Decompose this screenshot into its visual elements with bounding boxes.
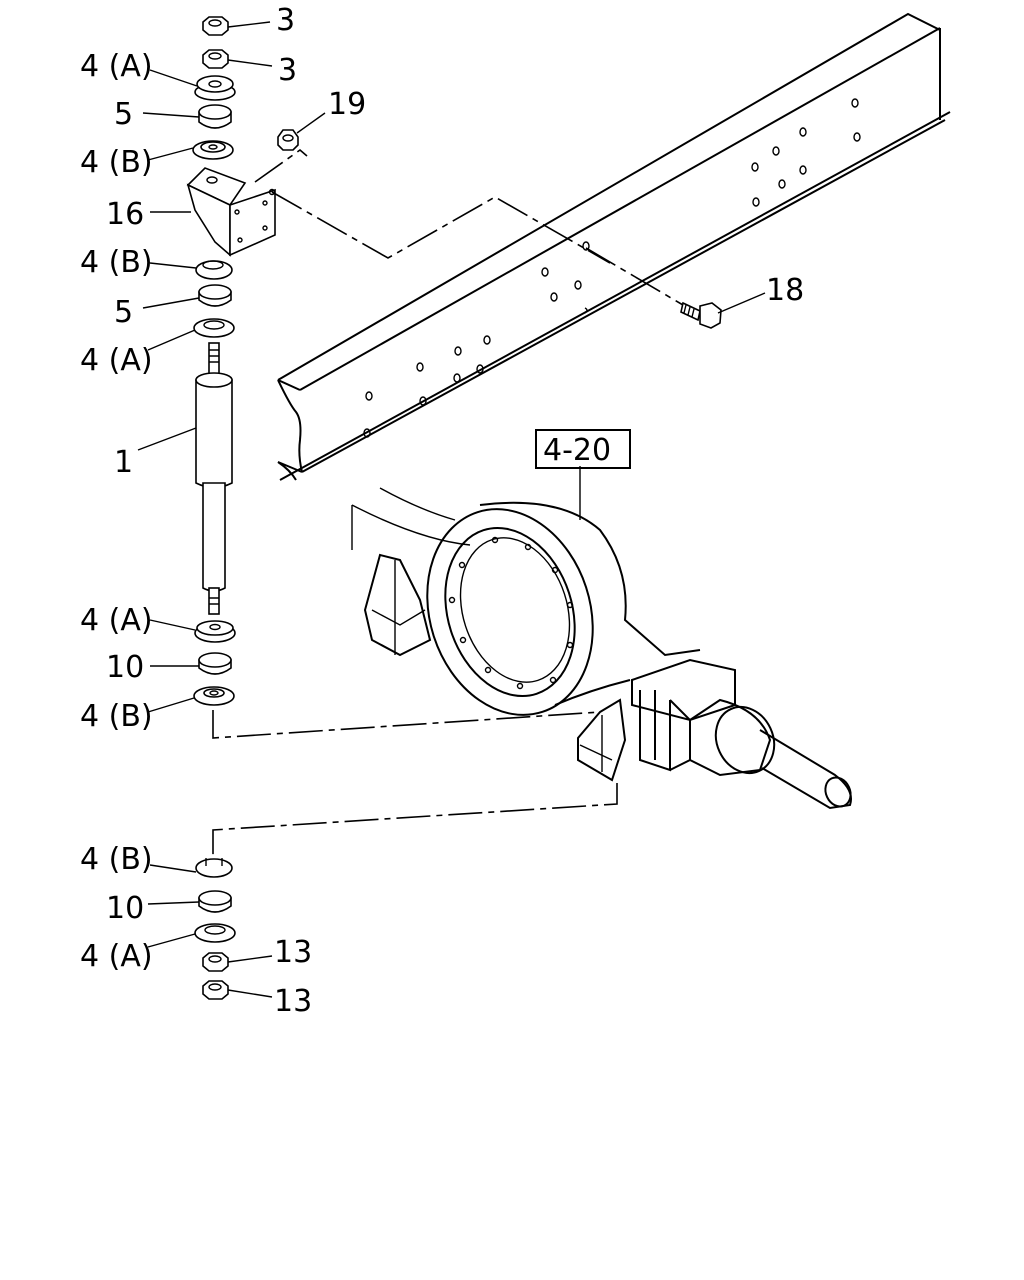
label-bushing-10-1: 10 <box>106 650 144 685</box>
nut-3-top-1-icon <box>202 16 229 36</box>
bushing-10-top-icon <box>198 652 232 675</box>
callout-labels: 3 3 4 (A) 5 4 (B) 19 16 4 (B) 5 4 (A) 1 … <box>80 3 804 1019</box>
label-nut-3-2: 3 <box>278 53 297 88</box>
bolt-18-icon <box>680 301 722 329</box>
bracket-16-icon <box>186 167 276 257</box>
label-cushion-4b-1: 4 (B) <box>80 145 153 180</box>
label-cushion-4b-2: 4 (B) <box>80 245 153 280</box>
cushion-4a-middle-icon <box>193 318 235 338</box>
nut-19-icon <box>277 129 299 151</box>
bushing-5-top-icon <box>198 104 232 129</box>
bushing-5-bottom-icon <box>198 284 232 307</box>
cushion-4a-top-icon <box>194 75 236 101</box>
label-bracket-16: 16 <box>106 197 144 232</box>
label-shock-absorber-1: 1 <box>114 445 133 480</box>
bushing-10-bottom-icon <box>198 890 232 913</box>
label-cushion-4a-2: 4 (A) <box>80 343 153 378</box>
cushion-4b-middle-icon <box>195 260 233 280</box>
label-nut-19: 19 <box>328 87 366 122</box>
label-cushion-4b-3: 4 (B) <box>80 699 153 734</box>
shock-absorber-1-icon <box>195 342 233 615</box>
label-cushion-4a-3: 4 (A) <box>80 603 153 638</box>
label-cushion-4b-4: 4 (B) <box>80 842 153 877</box>
nut-13-2-icon <box>202 980 229 1000</box>
nut-13-1-icon <box>202 952 229 972</box>
label-nut-3-1: 3 <box>276 3 295 38</box>
label-bolt-18: 18 <box>766 273 804 308</box>
label-bushing-5-2: 5 <box>114 295 133 330</box>
label-cushion-4a-1: 4 (A) <box>80 49 153 84</box>
cushion-4a-lower-icon <box>194 620 236 643</box>
assembly-lines <box>212 148 684 858</box>
label-nut-13-2: 13 <box>274 984 312 1019</box>
cushion-4b-top-icon <box>192 140 234 160</box>
shock-absorber-assembly <box>186 16 299 1000</box>
label-ref-4-20: 4-20 <box>543 433 611 468</box>
frame-rail <box>277 12 951 481</box>
cushion-4b-bottom-icon <box>195 858 233 878</box>
axle-housing <box>351 487 852 810</box>
ref-box-4-20 <box>535 429 631 469</box>
label-cushion-4a-4: 4 (A) <box>80 939 153 974</box>
label-nut-13-1: 13 <box>274 935 312 970</box>
nut-3-top-2-icon <box>202 49 229 69</box>
leader-lines <box>137 21 766 998</box>
label-bushing-10-2: 10 <box>106 891 144 926</box>
cushion-4b-lower-icon <box>193 686 235 706</box>
label-bushing-5-1: 5 <box>114 97 133 132</box>
cushion-4a-bottom-icon <box>194 923 236 943</box>
